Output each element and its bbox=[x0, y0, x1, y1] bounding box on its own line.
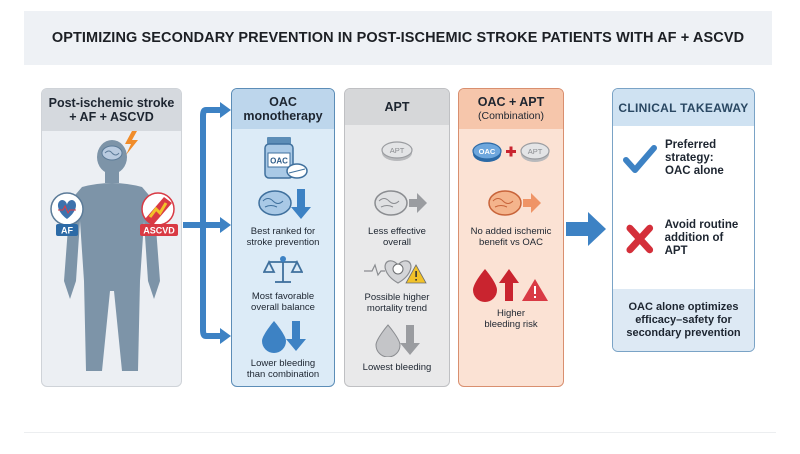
oac-pill-bottle: OAC bbox=[232, 135, 334, 186]
bottom-divider bbox=[24, 432, 776, 433]
oac-item-bleeding: Lower bleeding than combination bbox=[232, 319, 334, 380]
svg-text:OAC: OAC bbox=[479, 147, 496, 156]
oac-panel-heading: OAC monotherapy bbox=[232, 89, 334, 129]
drop-down-icon bbox=[262, 321, 306, 353]
checkmark-icon bbox=[623, 144, 657, 173]
apt-item-bleeding: Lowest bleeding bbox=[345, 323, 449, 373]
arrow-head-top bbox=[220, 102, 231, 118]
lightning-icon bbox=[125, 131, 138, 155]
oac-plus-apt-pills-icon: OAC APT bbox=[472, 142, 550, 162]
oac-item-balance: Most favorable overall balance bbox=[232, 254, 334, 313]
combo-item-ischemic: No added ischemic benefit vs OAC bbox=[459, 187, 563, 248]
ascvd-badge bbox=[140, 224, 178, 236]
drop-down-icon bbox=[375, 324, 420, 358]
combo-panel-heading: OAC + APT (Combination) bbox=[459, 89, 563, 129]
title-bar: OPTIMIZING SECONDARY PREVENTION IN POST-… bbox=[24, 11, 772, 65]
pill-icon: APT bbox=[381, 141, 413, 161]
brain-down-icon bbox=[258, 189, 311, 219]
combo-item-bleeding: Higher bleeding risk bbox=[459, 267, 563, 330]
patient-panel-heading: Post-ischemic stroke + AF + ASCVD bbox=[42, 89, 181, 131]
apt-pill: APT bbox=[345, 139, 449, 168]
brain-icon bbox=[101, 145, 123, 161]
apt-item-efficacy: Less effective overall bbox=[345, 187, 449, 248]
heart-icon bbox=[50, 192, 84, 226]
arrow-head-bottom bbox=[220, 328, 231, 344]
brain-right-icon bbox=[374, 190, 427, 216]
branch-connector bbox=[183, 107, 222, 339]
pill-bottle-icon: OAC bbox=[264, 137, 308, 179]
oac-item-stroke: Best ranked for stroke prevention bbox=[232, 187, 334, 248]
brain-right-icon bbox=[488, 190, 541, 216]
person-silhouette-icon: AF ASCVD bbox=[50, 131, 178, 371]
combination-panel: OAC + APT (Combination) OAC APT No added… bbox=[458, 88, 564, 387]
heart-skull-warning-icon bbox=[364, 260, 427, 284]
combo-pills: OAC APT bbox=[459, 139, 563, 170]
oac-monotherapy-panel: OAC monotherapy OAC Best ranked for stro… bbox=[231, 88, 335, 387]
patient-panel: Post-ischemic stroke + AF + ASCVD AF ASC… bbox=[41, 88, 182, 387]
ascvd-badge-label: ASCVD bbox=[143, 226, 175, 236]
arrow-head-middle bbox=[220, 217, 231, 233]
takeaway-preferred: Preferred strategy: OAC alone bbox=[623, 139, 748, 178]
svg-text:OAC: OAC bbox=[270, 157, 288, 166]
takeaway-arrow-shaft bbox=[566, 222, 588, 236]
apt-panel: APT APT Less effective overall Possible … bbox=[344, 88, 450, 387]
af-badge bbox=[56, 224, 78, 236]
clinical-takeaway-panel: CLINICAL TAKEAWAY Preferred strategy: OA… bbox=[612, 88, 755, 352]
apt-panel-heading: APT bbox=[345, 89, 449, 125]
takeaway-arrow-head bbox=[588, 212, 606, 246]
takeaway-heading: CLINICAL TAKEAWAY bbox=[613, 89, 754, 126]
drop-up-warning-icon bbox=[473, 269, 548, 302]
takeaway-avoid: Avoid routine addition of APT bbox=[623, 219, 748, 258]
takeaway-summary: OAC alone optimizes efficacy–safety for … bbox=[613, 289, 754, 351]
apt-item-mortality: Possible higher mortality trend bbox=[345, 253, 449, 314]
af-badge-label: AF bbox=[61, 226, 73, 236]
artery-plaque-icon bbox=[141, 192, 175, 226]
page-title: OPTIMIZING SECONDARY PREVENTION IN POST-… bbox=[51, 30, 745, 46]
svg-text:APT: APT bbox=[528, 147, 543, 156]
balance-scale-icon bbox=[262, 256, 304, 283]
svg-text:APT: APT bbox=[390, 146, 405, 155]
cross-icon bbox=[626, 224, 654, 253]
